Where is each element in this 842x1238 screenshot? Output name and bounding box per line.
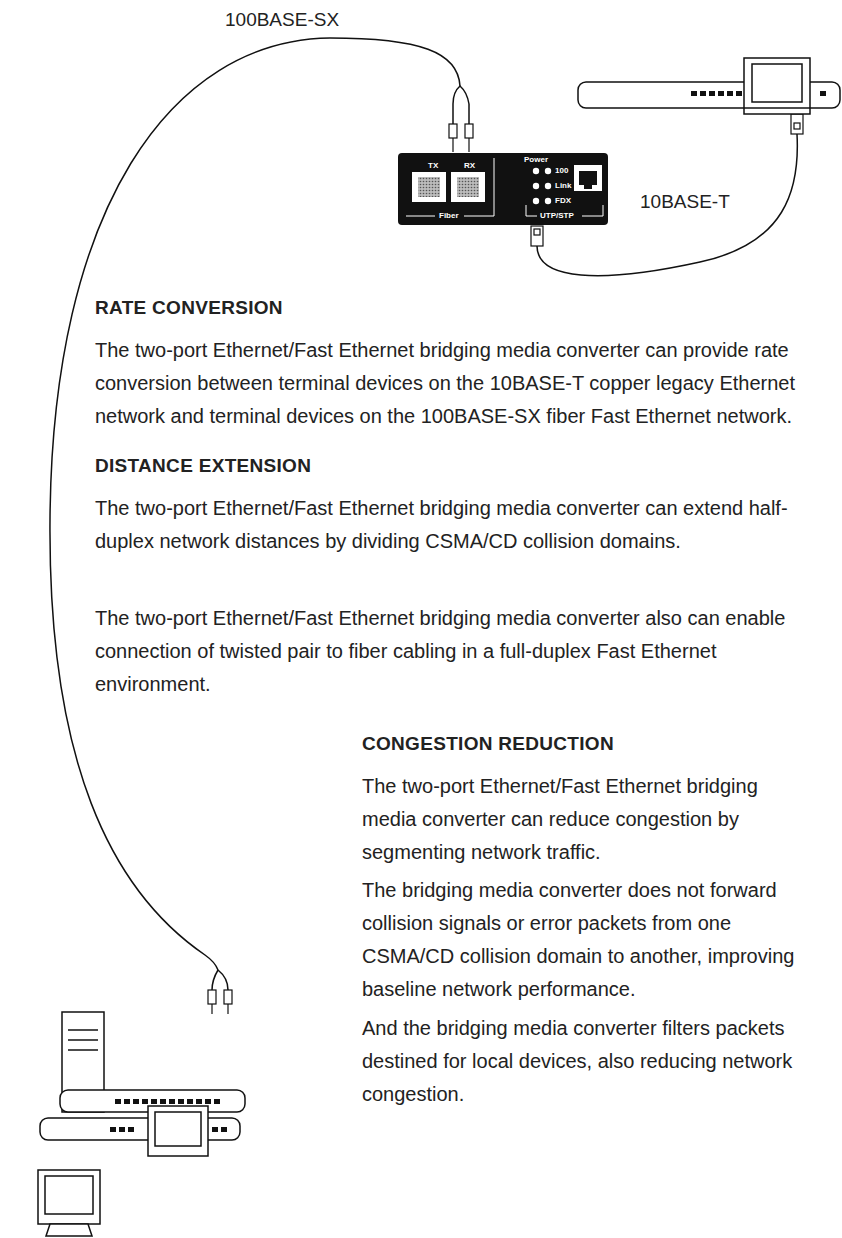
fiber-plug [208, 990, 216, 1004]
fiber-plug [449, 124, 457, 138]
cable-label: 10BASE-T [640, 190, 730, 214]
fiber-split [453, 86, 469, 124]
body-text: The two-port Ethernet/Fast Ethernet brid… [95, 492, 805, 558]
body-text: The two-port Ethernet/Fast Ethernet brid… [95, 602, 805, 701]
panel-label: Fiber [439, 211, 459, 221]
body-text: The bridging media converter does not fo… [362, 874, 802, 1006]
body-text: The two-port Ethernet/Fast Ethernet brid… [95, 334, 805, 433]
port-label: TX [428, 161, 438, 171]
led-label: Link [555, 181, 571, 191]
hub [40, 1118, 240, 1140]
computer-monitor [744, 58, 810, 114]
led-label: Power [524, 155, 548, 165]
led-label: 100 [555, 166, 568, 176]
section-heading: CONGESTION REDUCTION [362, 732, 802, 756]
section-heading: RATE CONVERSION [95, 296, 805, 320]
media-converter: TX RX Power 100LinkFDX Fiber UTP/STP [398, 153, 608, 225]
body-text: The two-port Ethernet/Fast Ethernet brid… [362, 770, 802, 869]
rj45-plug [531, 226, 543, 246]
port-label: RX [464, 161, 475, 171]
computer-monitor [148, 1106, 208, 1156]
led-label: FDX [555, 196, 571, 206]
cable-label: 100BASE-SX [225, 8, 339, 32]
fiber-plug [465, 124, 473, 138]
fiber-plug [224, 990, 232, 1004]
computer-monitor [38, 1170, 100, 1224]
fiber-split [212, 970, 228, 990]
panel-label: UTP/STP [540, 211, 574, 221]
rj45-plug [791, 114, 803, 134]
section-heading: DISTANCE EXTENSION [95, 454, 805, 478]
body-text: And the bridging media converter filters… [362, 1012, 802, 1111]
